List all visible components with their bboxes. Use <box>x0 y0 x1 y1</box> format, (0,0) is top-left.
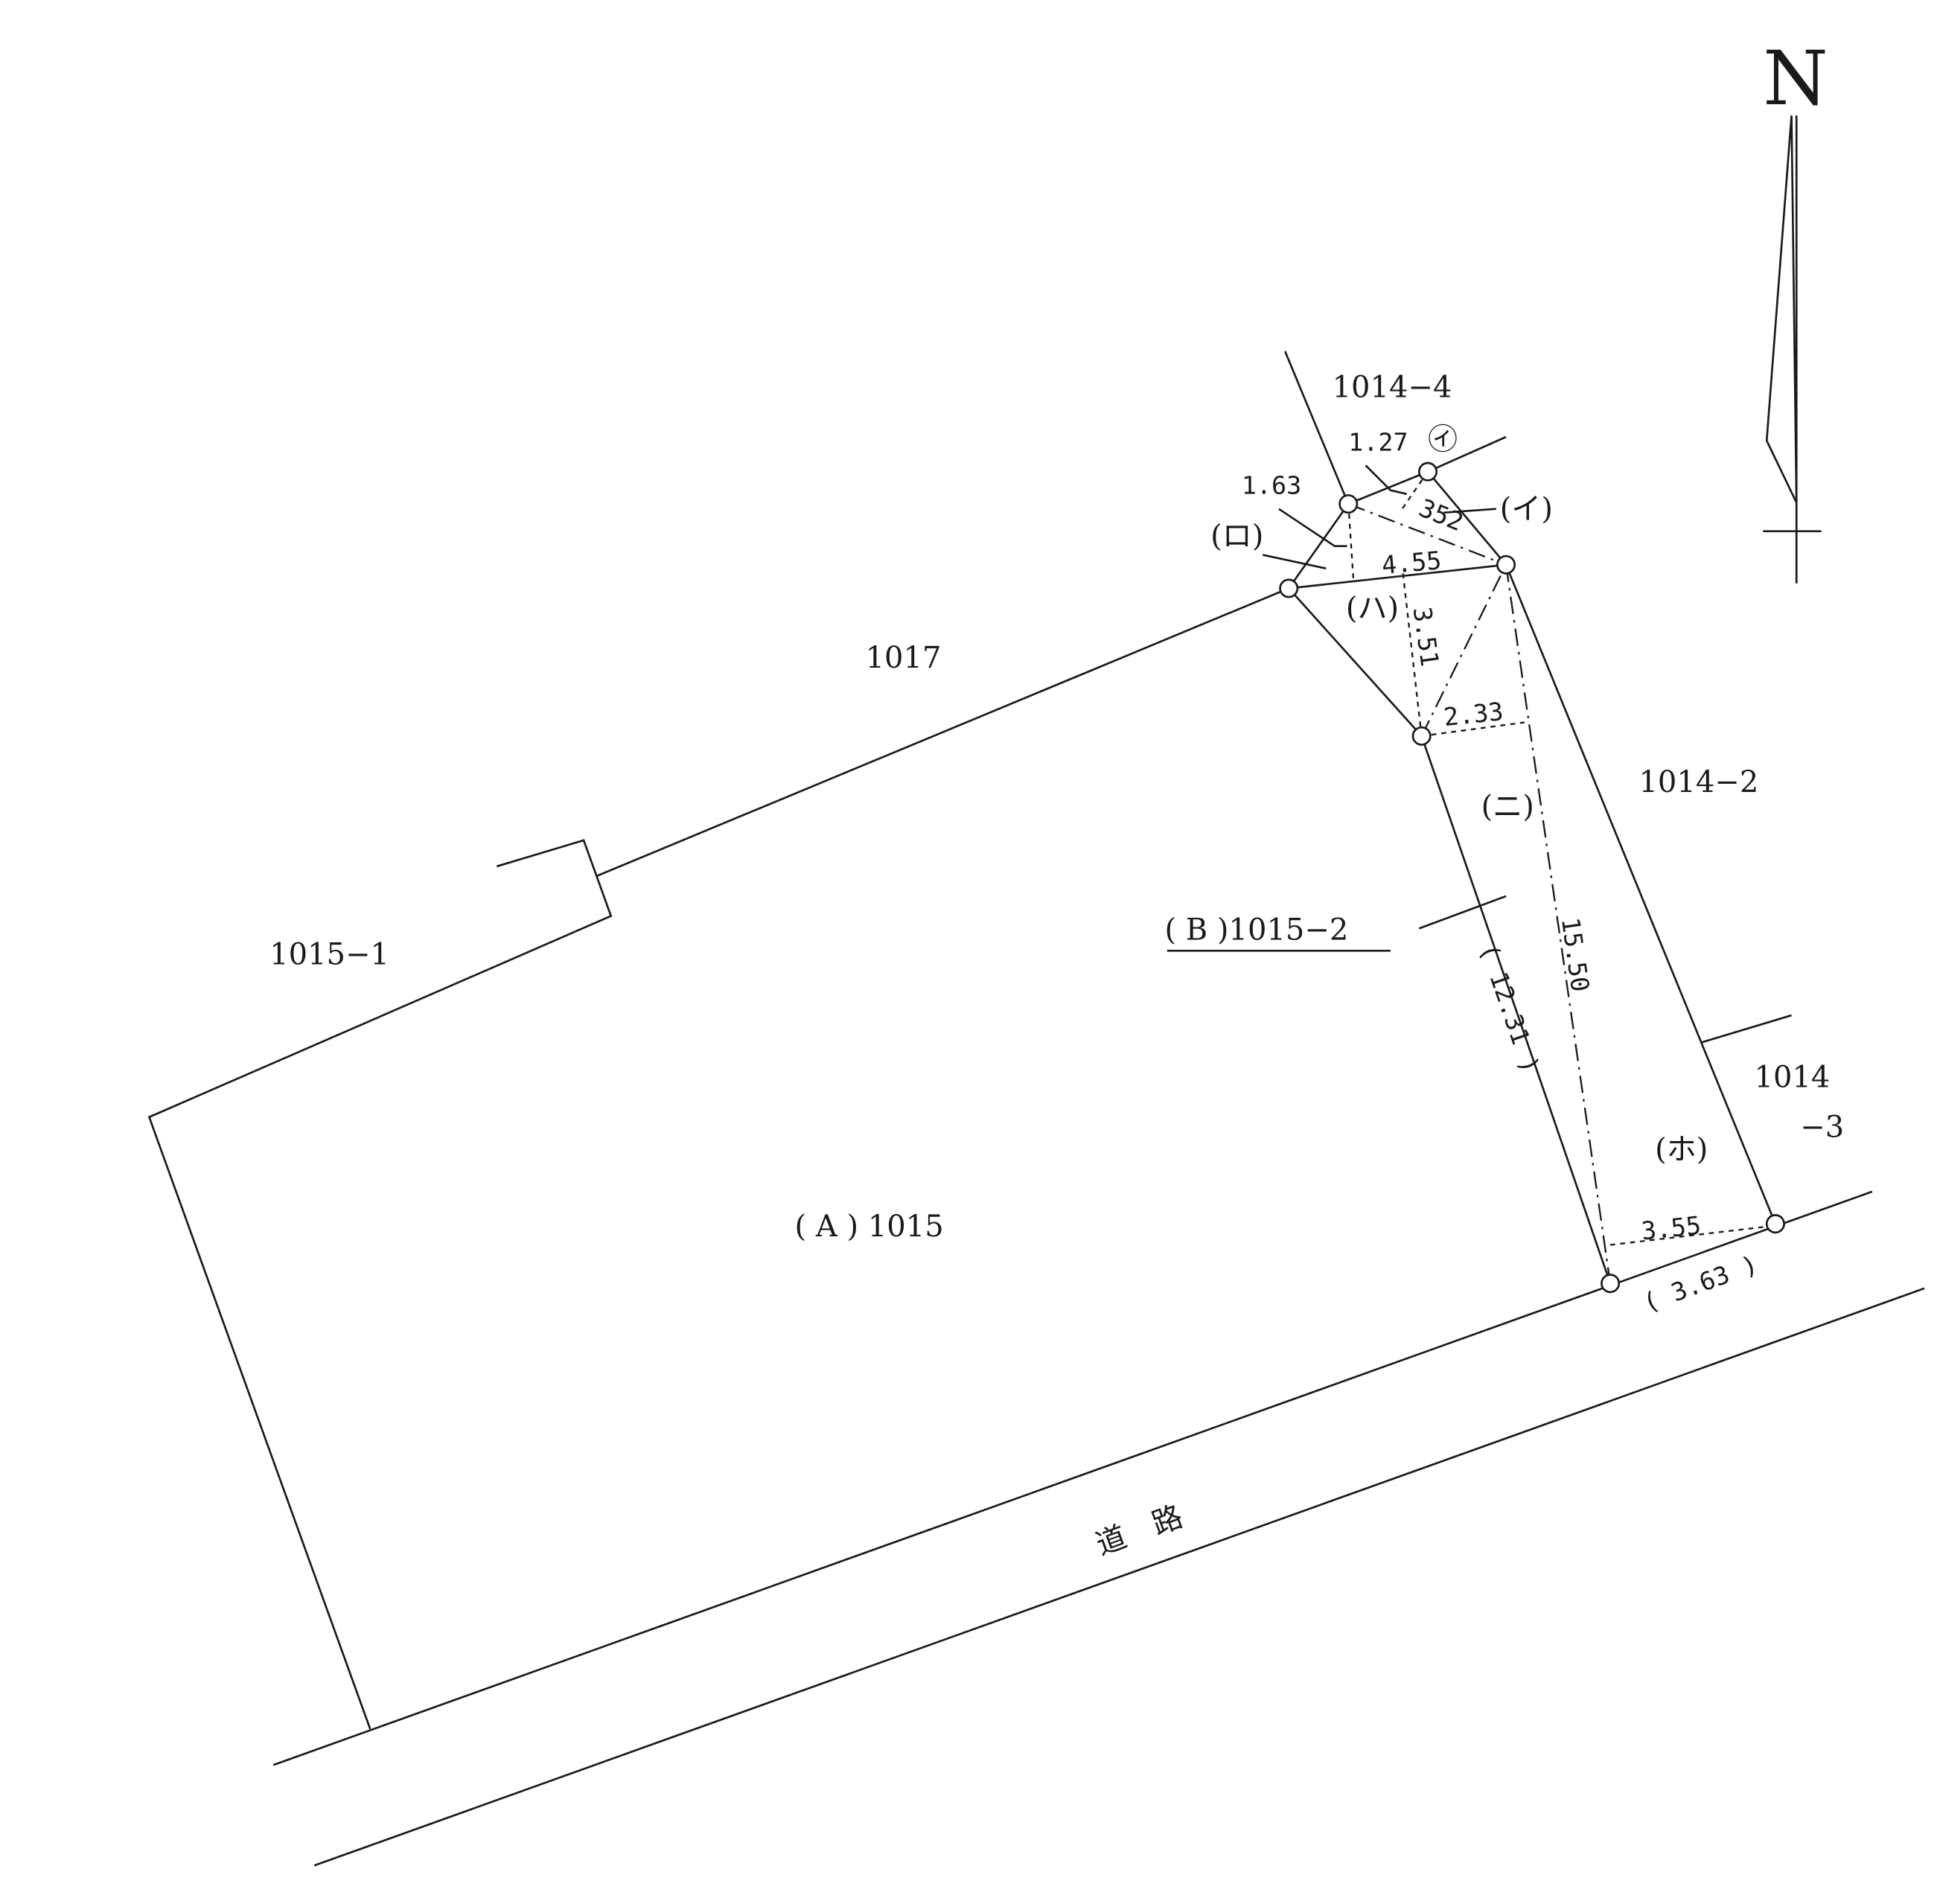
survey-point <box>1417 461 1437 482</box>
parcel-1017-label: 1017 <box>866 641 942 675</box>
leader-1-27 <box>1365 464 1407 495</box>
edge-1014-2 <box>1504 564 1777 1224</box>
perp-3-51 <box>1402 573 1423 736</box>
dim-1-27: 1.27 <box>1348 427 1408 456</box>
parcel-1014-3-label: 1014 <box>1755 1061 1831 1095</box>
boundary-1014-4-south <box>1427 435 1507 473</box>
region-i-circled: ㋑ <box>1428 423 1458 457</box>
dim-12-31: ( 12.31 ) <box>1474 940 1545 1077</box>
parcel-1014-4-label: 1014−4 <box>1333 371 1452 405</box>
road-edge-upper <box>272 1190 1873 1766</box>
leader-i <box>1443 508 1496 514</box>
region-ni-label: (ニ) <box>1481 790 1534 824</box>
parcel-1015-1-label: 1015−1 <box>269 938 389 972</box>
edge-12-31 <box>1420 735 1612 1284</box>
survey-point <box>1411 726 1432 746</box>
perp-1-27 <box>1400 471 1429 512</box>
perp-1-63 <box>1347 503 1355 579</box>
north-arrow-icon: N <box>1763 35 1828 584</box>
survey-points <box>1279 461 1785 1294</box>
survey-point <box>1338 494 1359 514</box>
perp-2-33 <box>1421 721 1525 738</box>
dim-1-63: 1.63 <box>1242 471 1301 500</box>
region-ho-label: (ホ) <box>1655 1132 1708 1166</box>
north-label: N <box>1763 35 1828 122</box>
dim-3-52: 352 <box>1415 493 1467 537</box>
parcel-a-label: ( A ) 1015 <box>795 1210 944 1244</box>
boundary-1014-3 <box>1700 1014 1792 1044</box>
dim-15-50: 15.50 <box>1556 916 1595 994</box>
leader-1-63 <box>1278 508 1347 548</box>
edge-i-east <box>1426 470 1507 566</box>
edge-3-52 <box>1347 502 1507 566</box>
region-ha-label: (ハ) <box>1346 591 1399 625</box>
boundary-1014-4-west <box>1283 351 1350 505</box>
survey-point <box>1601 1274 1621 1294</box>
perp-3-55 <box>1609 1225 1770 1246</box>
boundary-1017 <box>596 587 1289 878</box>
parcel-a-west-boundary <box>147 839 613 1730</box>
dim-3-51: 3.51 <box>1408 605 1445 668</box>
dim-3-55: 3.55 <box>1640 1210 1703 1245</box>
region-i-label: (イ) <box>1500 492 1553 526</box>
parcel-1014-2-label: 1014−2 <box>1638 765 1758 799</box>
dim-2-33: 2.33 <box>1442 697 1504 732</box>
edge-15-50 <box>1504 564 1612 1284</box>
dim-3-63: ( 3.63 ) <box>1639 1250 1761 1318</box>
edge-4-55 <box>1289 563 1507 590</box>
survey-point <box>1765 1214 1785 1234</box>
parcel-1014-3-suffix: −3 <box>1800 1110 1844 1144</box>
parcel-b-label: ( B )1015−2 <box>1164 913 1348 947</box>
region-ro-label: (ロ) <box>1210 520 1263 554</box>
survey-point <box>1279 578 1299 598</box>
edge-ro-west <box>1288 503 1350 590</box>
dim-4-55: 4.55 <box>1380 546 1442 580</box>
edge-ha-sw <box>1288 587 1423 737</box>
leader-ro <box>1262 554 1327 570</box>
road-edge-lower <box>313 1287 1925 1867</box>
survey-point <box>1496 555 1516 575</box>
leader-b <box>1418 895 1507 930</box>
road-label: 道 路 <box>1091 1499 1187 1562</box>
